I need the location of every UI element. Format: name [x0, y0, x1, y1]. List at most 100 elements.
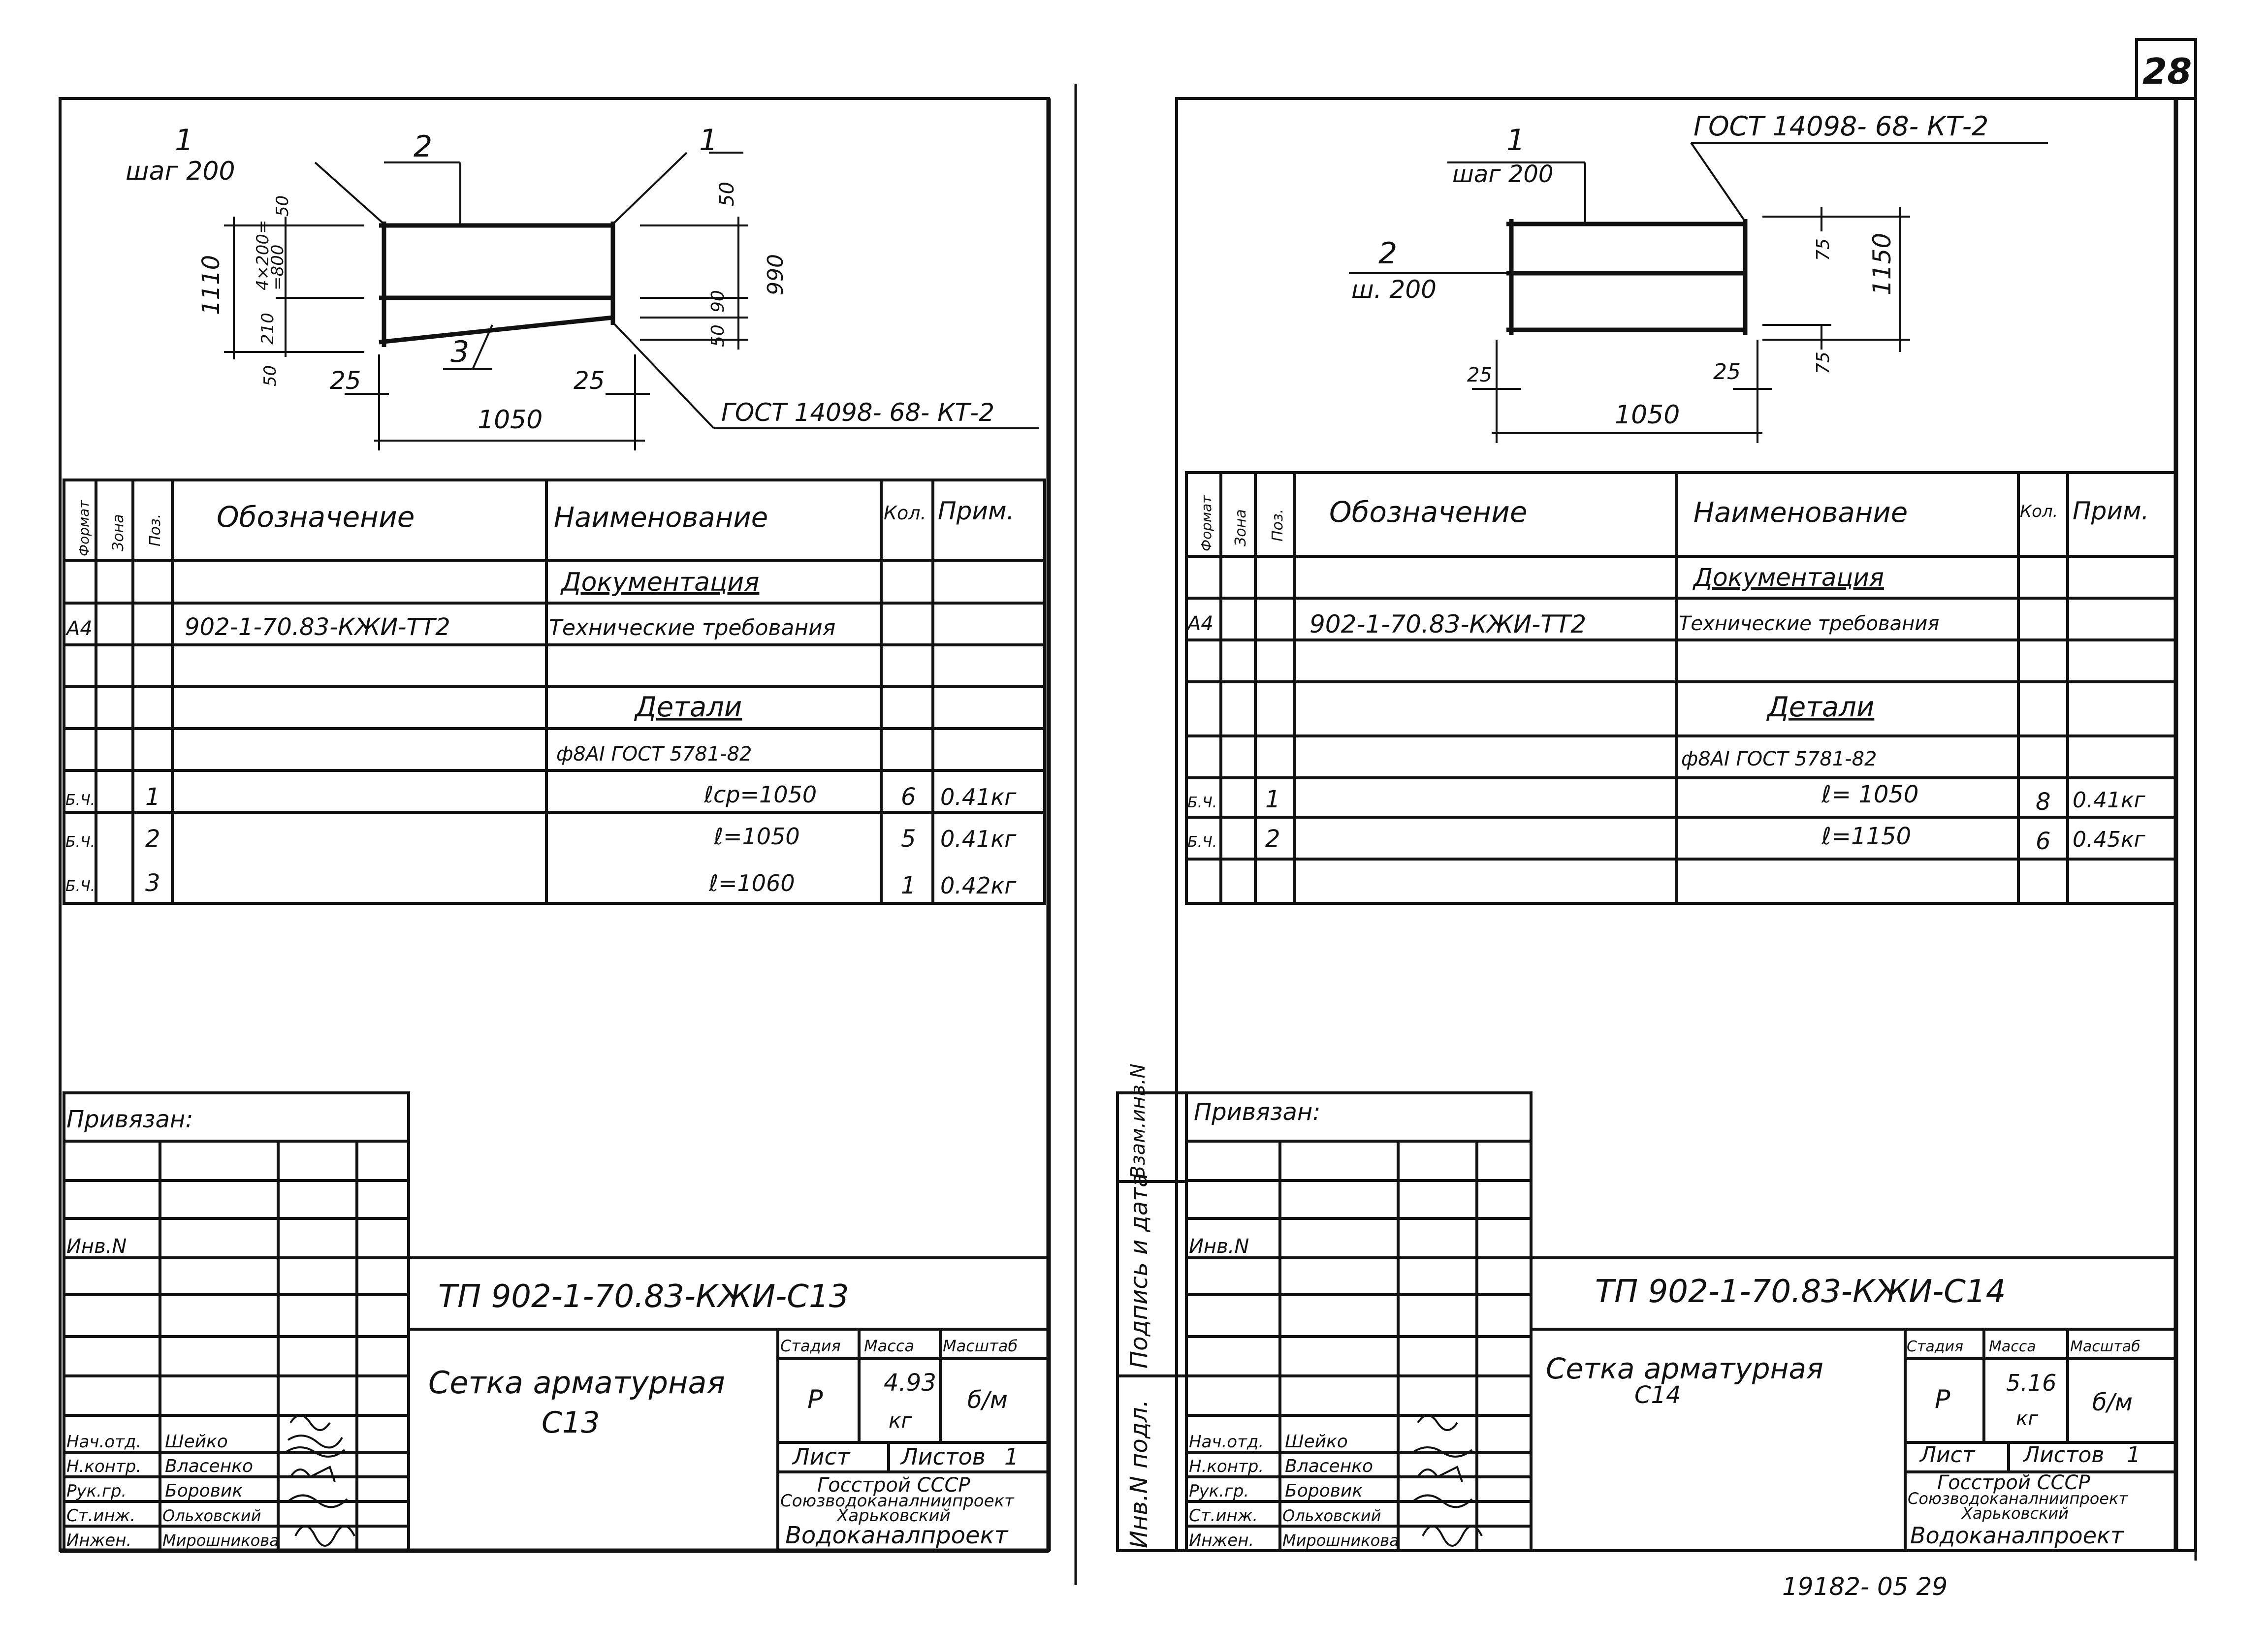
- org1: Госстрой СССР: [1937, 1471, 2090, 1494]
- signer-1-role: Нач.отд.: [1189, 1432, 1264, 1452]
- title-line1: Сетка арматурная: [428, 1365, 725, 1401]
- label-1a: 1: [175, 123, 193, 158]
- row-1-note: 0.41кг: [940, 784, 1017, 810]
- org4: Водоканалпроект: [1910, 1522, 2124, 1549]
- row-1-qty: 8: [2036, 788, 2051, 816]
- doc-designation: 902-1-70.83-КЖИ-ТТ2: [1310, 610, 1586, 638]
- label-1: 1: [1506, 123, 1525, 158]
- signer-3-name: Боровик: [1285, 1481, 1363, 1501]
- dim-25a: 25: [1467, 364, 1492, 386]
- doc-name: Технические требования: [549, 615, 835, 640]
- doc-format: А4: [65, 617, 93, 640]
- masshtab: б/м: [2092, 1389, 2133, 1416]
- row-1-name: ℓ= 1050: [1821, 781, 1918, 808]
- row-2-note: 0.45кг: [2073, 827, 2146, 852]
- dim-75b: 75: [1813, 351, 1833, 374]
- massa-unit: кг: [2016, 1407, 2039, 1430]
- dim-50-r1: 50: [716, 182, 738, 207]
- dim-75a: 75: [1813, 238, 1833, 261]
- stadia-h: Стадия: [780, 1337, 841, 1355]
- signer-4-name: Ольховский: [162, 1506, 261, 1525]
- doc-format: А4: [1186, 612, 1214, 635]
- list-h: Лист: [1919, 1442, 1976, 1468]
- header-designation: Обозначение: [217, 500, 415, 534]
- dim-1110: 1110: [197, 255, 225, 315]
- list-h: Лист: [792, 1443, 851, 1470]
- dim-50-top: 50: [273, 195, 292, 217]
- row-2-format: Б.Ч.: [65, 833, 95, 851]
- row-3-qty: 1: [901, 872, 916, 899]
- org3: Харьковский: [1961, 1504, 2069, 1523]
- step-1: шаг 200: [1452, 160, 1553, 188]
- org2: Союзводоканалниипроект: [1908, 1489, 2128, 1508]
- signer-5-role: Инжен.: [1189, 1531, 1254, 1550]
- header-note: Прим.: [2073, 497, 2149, 525]
- massa: 5.16: [2006, 1370, 2056, 1396]
- header-zone: Зона: [110, 514, 127, 551]
- dim-50-bot: 50: [260, 365, 280, 386]
- dim-1050: 1050: [1615, 400, 1680, 430]
- left-drawing: 1 шаг 200 2 1 3 1110 4×200= =800 210 50 …: [126, 123, 994, 435]
- side-label-3: Инв.N подл.: [1125, 1400, 1153, 1548]
- row-2-pos: 2: [145, 825, 160, 853]
- inv: Инв.N: [66, 1235, 127, 1258]
- dim-800: =800: [268, 245, 287, 290]
- row-3-name: ℓ=1060: [708, 870, 795, 896]
- code: ТП 902-1-70.83-КЖИ-С13: [438, 1278, 849, 1315]
- stadia: Р: [1935, 1385, 1950, 1414]
- section-docs: Документация: [560, 568, 759, 597]
- privyazan: Привязан:: [1194, 1098, 1320, 1126]
- stadia: Р: [807, 1385, 823, 1414]
- header-name: Наименование: [554, 502, 768, 534]
- left-stamp: Привязан: Инв.N ТП 902-1-70.83-КЖИ-С13 С…: [66, 1106, 1019, 1550]
- listov-h: Листов: [2022, 1442, 2104, 1468]
- gost: ГОСТ 14098- 68- КТ-2: [721, 398, 994, 427]
- right-stamp: Взам.инв.N Подпись и дата Инв.N подл. Пр…: [1125, 1064, 2140, 1550]
- dim-1050: 1050: [478, 405, 543, 435]
- dim-25a: 25: [330, 366, 361, 395]
- row-2-note: 0.41кг: [940, 826, 1017, 852]
- org4: Водоканалпроект: [785, 1522, 1009, 1549]
- massa-h: Масса: [864, 1337, 914, 1355]
- massa-unit: кг: [889, 1408, 912, 1433]
- masshtab-h: Масштаб: [2070, 1338, 2140, 1355]
- row-1-name: ℓср=1050: [703, 781, 817, 808]
- header-format: Формат: [1198, 495, 1214, 551]
- steel: ф8АI ГОСТ 5781-82: [556, 743, 752, 766]
- org2: Союзводоканалниипроект: [780, 1491, 1015, 1511]
- row-2-pos: 2: [1265, 825, 1280, 853]
- header-format: Формат: [76, 500, 92, 556]
- inv: Инв.N: [1189, 1235, 1249, 1258]
- row-1-qty: 6: [901, 783, 916, 811]
- step-1a: шаг 200: [126, 157, 235, 186]
- row-1-pos: 1: [145, 783, 160, 811]
- signer-4-role: Ст.инж.: [1189, 1506, 1258, 1526]
- dim-25b: 25: [1713, 359, 1741, 384]
- dim-4x200: 4×200=: [253, 220, 273, 290]
- doc-designation: 902-1-70.83-КЖИ-ТТ2: [185, 613, 450, 641]
- dim-990: 990: [763, 254, 788, 295]
- header-note: Прим.: [938, 497, 1014, 525]
- section-docs: Документация: [1693, 563, 1884, 592]
- header-qty: Кол.: [2020, 502, 2058, 521]
- privyazan: Привязан:: [66, 1106, 193, 1133]
- signatures: [285, 1414, 1483, 1547]
- header-pos: Поз.: [1269, 509, 1286, 542]
- row-3-format: Б.Ч.: [65, 878, 95, 895]
- massa-h: Масса: [1989, 1338, 2036, 1355]
- label-2: 2: [1378, 236, 1397, 271]
- side-label-2: Подпись и дата: [1125, 1173, 1153, 1369]
- signer-3-role: Рук.гр.: [1189, 1481, 1249, 1501]
- signer-2-role: Н.контр.: [66, 1457, 141, 1476]
- masshtab: б/м: [967, 1386, 1008, 1414]
- signer-4-role: Ст.инж.: [66, 1506, 135, 1526]
- page-number: 28: [2142, 51, 2192, 92]
- step-2: ш. 200: [1351, 275, 1437, 304]
- listov-h: Листов: [900, 1443, 986, 1470]
- right-spec-table: Формат Зона Поз. Обозначение Наименовани…: [1186, 495, 2149, 855]
- section-parts: Детали: [1766, 691, 1874, 723]
- dim-90: 90: [708, 290, 728, 313]
- header-designation: Обозначение: [1329, 495, 1527, 529]
- massa: 4.93: [884, 1369, 936, 1397]
- row-1-format: Б.Ч.: [1187, 794, 1217, 811]
